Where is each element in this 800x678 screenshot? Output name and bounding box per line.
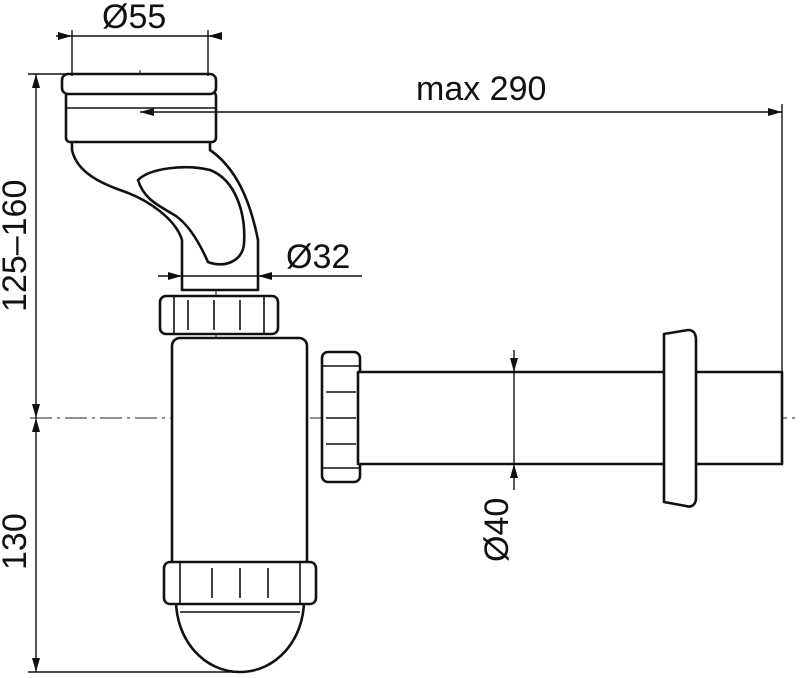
- lower-height-label: 130: [0, 513, 34, 570]
- outlet-pipe: [356, 328, 784, 508]
- inlet-diameter-label: Ø32: [286, 238, 350, 276]
- upper-nut: [158, 294, 280, 336]
- top-diameter-label: Ø55: [102, 0, 166, 36]
- inlet-funnel: [60, 72, 260, 292]
- dim-outlet-diameter: Ø40: [478, 350, 518, 562]
- dim-max-length: max 290: [140, 70, 783, 372]
- dim-top-diameter: Ø55: [56, 0, 222, 76]
- upper-height-label: 125–160: [0, 180, 34, 312]
- trap-body: [170, 336, 309, 674]
- outlet-diameter-label: Ø40: [478, 498, 516, 562]
- bottom-nut: [162, 560, 318, 606]
- side-nut: [320, 350, 362, 484]
- dim-inlet-diameter: Ø32: [158, 238, 362, 280]
- dim-heights: 125–160 130: [0, 73, 240, 673]
- max-length-label: max 290: [416, 70, 546, 108]
